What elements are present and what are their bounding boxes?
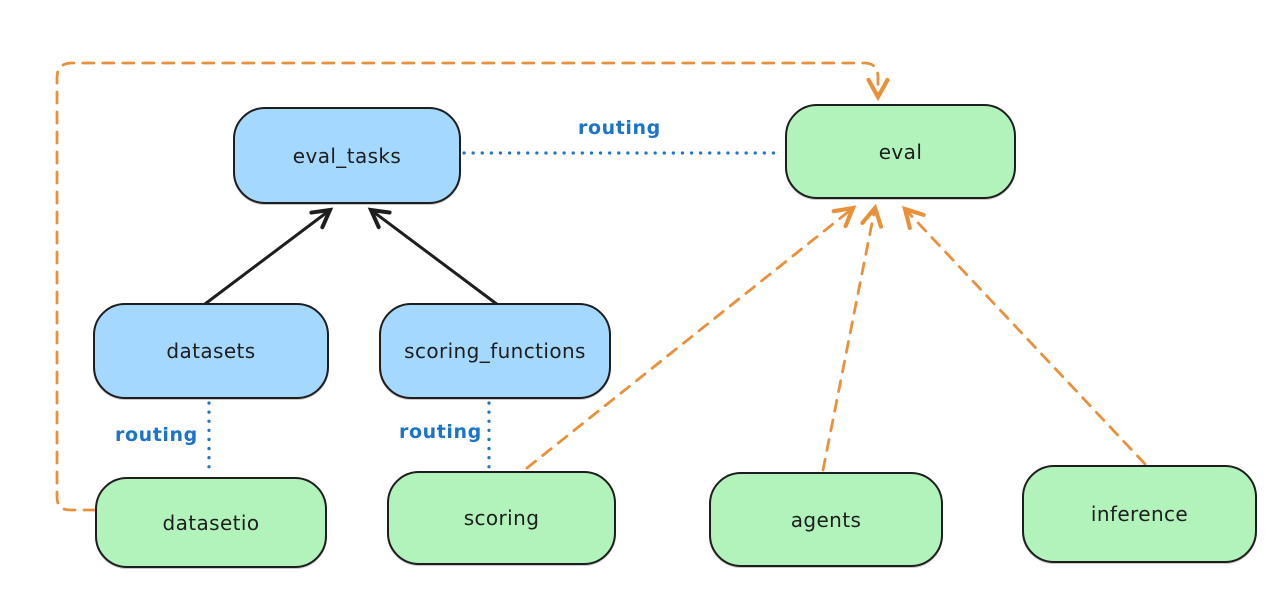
edge-datasets-to-eval_tasks-arrow xyxy=(199,207,334,309)
edge-inference-to-eval-dashed-arrow xyxy=(902,205,1147,466)
node-scoring-label: scoring xyxy=(463,506,540,530)
edge-label-routing-top: routing xyxy=(578,117,661,139)
node-eval_tasks[interactable]: eval_tasks xyxy=(233,107,461,204)
node-scoring_functions-label: scoring_functions xyxy=(404,339,586,363)
node-eval-label: eval xyxy=(878,139,923,164)
edge-agents-to-eval-dashed-arrow xyxy=(821,203,884,472)
edge-label-routing-scoring: routing xyxy=(399,421,482,443)
edge-scoring_functions-to-eval_tasks-arrow xyxy=(367,207,500,307)
node-datasets-label: datasets xyxy=(166,339,256,363)
node-datasetio[interactable]: datasetio xyxy=(95,477,327,568)
edge-label-routing-datasets: routing xyxy=(115,424,198,446)
edge-scoring-to-eval-dashed-arrow xyxy=(525,205,857,470)
node-datasetio-label: datasetio xyxy=(162,510,260,535)
node-scoring[interactable]: scoring xyxy=(387,471,616,565)
node-eval[interactable]: eval xyxy=(785,104,1016,199)
node-agents-label: agents xyxy=(790,507,862,532)
node-eval_tasks-label: eval_tasks xyxy=(292,143,402,168)
node-scoring_functions[interactable]: scoring_functions xyxy=(379,303,611,399)
node-agents[interactable]: agents xyxy=(709,472,943,567)
node-inference[interactable]: inference xyxy=(1022,465,1257,563)
node-inference-label: inference xyxy=(1090,502,1189,526)
node-datasets[interactable]: datasets xyxy=(93,303,329,399)
